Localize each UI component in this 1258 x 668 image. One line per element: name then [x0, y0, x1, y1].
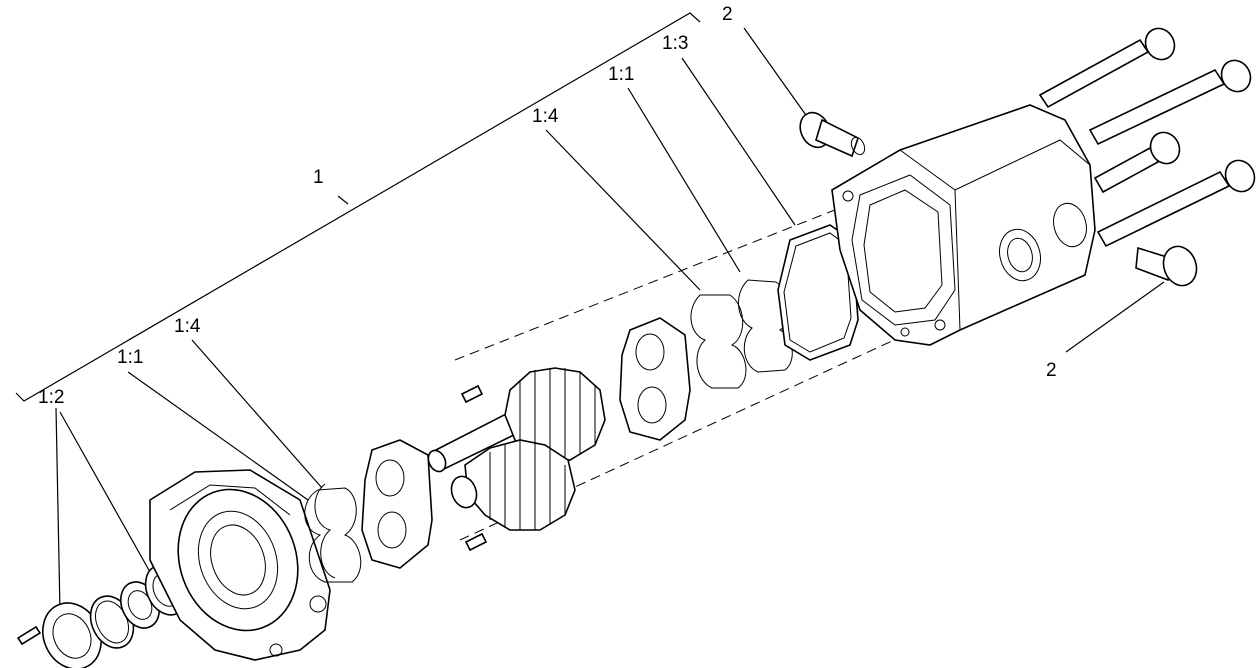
bolt-4: [1096, 159, 1256, 248]
drive-gear-shaft: [427, 367, 606, 473]
assembly-bracket: [15, 12, 701, 402]
front-seal: [314, 483, 336, 579]
label-seal-group: 1:2: [38, 387, 64, 408]
label-gasket-rear: 1:1: [608, 64, 634, 85]
label-seal-front: 1:4: [174, 316, 201, 337]
driven-gear: [450, 439, 576, 531]
shaft-key: [16, 625, 42, 646]
front-cover: [149, 469, 331, 661]
front-wear-plate: [361, 439, 433, 569]
label-seal-rear: 1:4: [532, 106, 559, 127]
label-oring: 1:3: [662, 33, 688, 54]
label-valve-top: 2: [722, 4, 733, 25]
rear-wear-plate: [619, 317, 691, 441]
dowel-pin-top: [460, 384, 484, 404]
relief-valve-bottom: [1135, 245, 1198, 287]
rear-seal: [690, 294, 747, 389]
label-valve-bottom: 2: [1046, 360, 1057, 381]
bolt-3: [1093, 131, 1181, 194]
label-assembly: 1: [313, 167, 324, 188]
relief-valve-top: [799, 111, 866, 158]
dowel-pin-bottom: [464, 532, 488, 552]
bolt-1: [1038, 27, 1176, 109]
label-gasket-front: 1:1: [117, 347, 143, 368]
leader-lines: [55, 27, 1165, 613]
pump-body: [831, 104, 1096, 346]
bolt-2: [1088, 59, 1252, 146]
front-gasket: [304, 487, 362, 583]
